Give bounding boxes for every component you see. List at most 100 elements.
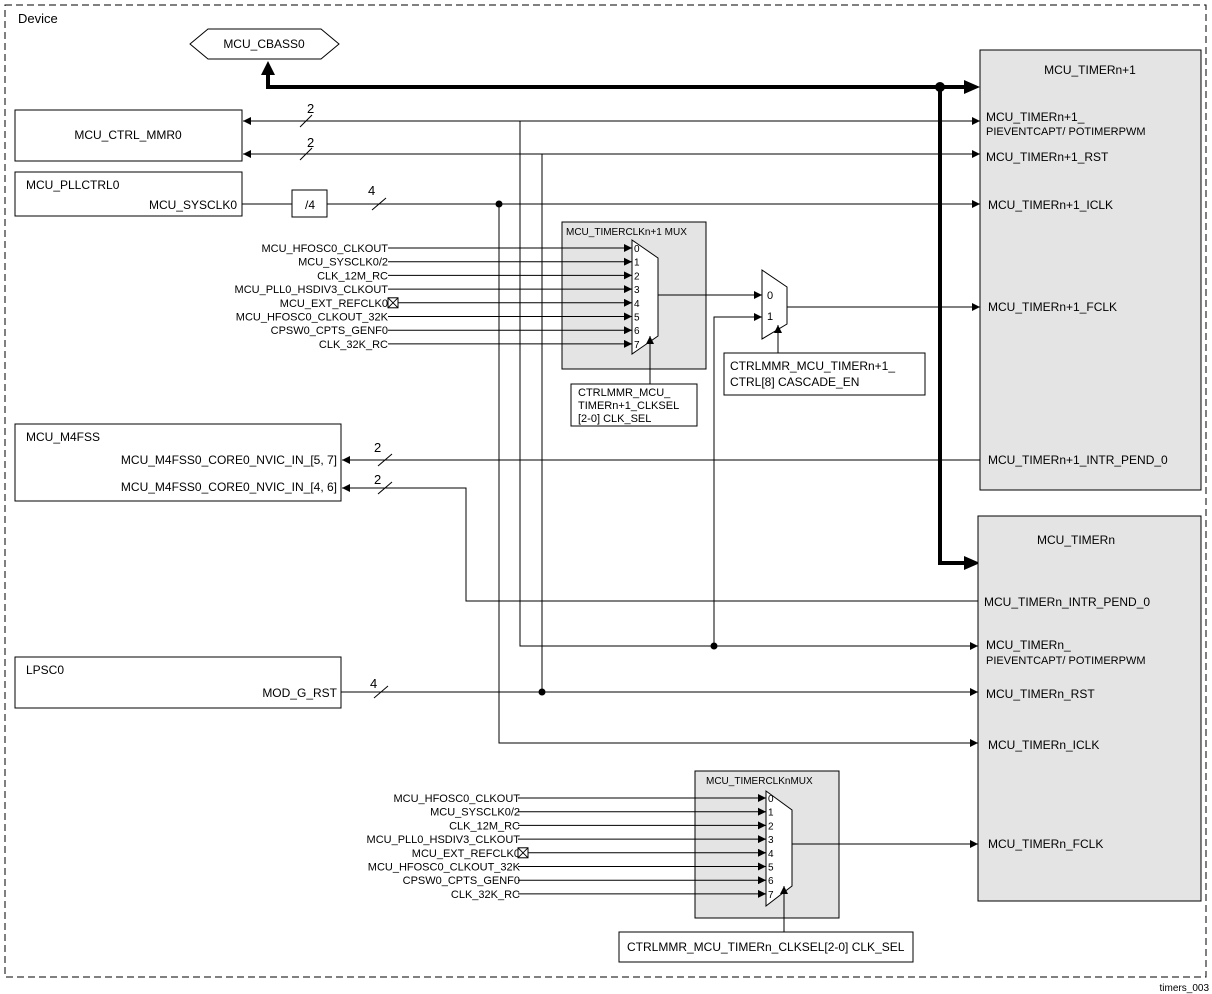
mux-n-source-label: CPSW0_CPTS_GENF0 xyxy=(403,875,520,887)
bus-junction xyxy=(935,82,945,92)
mux-n-symbol xyxy=(765,790,793,908)
timer-n1-capt-label-2: PIEVENTCAPT/ POTIMERPWM xyxy=(986,126,1146,138)
mux-n1-source-label: CLK_32K_RC xyxy=(319,339,388,351)
cascade-feed-wire xyxy=(713,313,762,646)
mux-n1-input-index: 0 xyxy=(634,244,640,255)
mux-n1-input-index: 6 xyxy=(634,326,640,337)
figure-id: timers_003 xyxy=(1160,983,1210,994)
cascade-mux-symbol xyxy=(761,269,788,340)
timer-n-iclk-label: MCU_TIMERn_ICLK xyxy=(988,738,1099,752)
mux-n1-input-index: 7 xyxy=(634,340,640,351)
ctrl-mmr-return-width: 2 xyxy=(307,135,314,150)
timer-n1-iclk-label: MCU_TIMERn+1_ICLK xyxy=(988,198,1113,212)
mux-n1-source-label: MCU_PLL0_HSDIV3_CLKOUT xyxy=(235,284,389,296)
mux-n-input-index: 0 xyxy=(768,794,774,805)
mux-n1-input-index: 2 xyxy=(634,271,640,282)
timer-n-fclk-label: MCU_TIMERn_FCLK xyxy=(988,837,1103,851)
mux-n-source-label: MCU_SYSCLK0/2 xyxy=(430,807,520,819)
bus-arrowhead-n1 xyxy=(964,80,980,94)
mux-n-source-label: MCU_EXT_REFCLK0 xyxy=(412,848,520,860)
capt-wire-n xyxy=(519,121,978,650)
ctrl-capt-width-slash xyxy=(299,114,313,128)
ctrl-mmr-return-width-slash xyxy=(299,147,313,161)
cascade-select-box xyxy=(723,352,926,396)
rst-width-slash xyxy=(373,685,389,699)
intr-n1-width-slash xyxy=(377,453,393,467)
timer-n1-block xyxy=(979,49,1202,491)
mux-n1-select-2: TIMERn+1_CLKSEL xyxy=(578,400,679,412)
ctrl-mmr-label: MCU_CTRL_MMR0 xyxy=(74,128,182,142)
mux-n1-input-index: 4 xyxy=(634,299,640,310)
timer-n1-fclk-label: MCU_TIMERn+1_FCLK xyxy=(988,300,1117,314)
cbass-bus xyxy=(266,71,940,89)
mux-n-input-index: 5 xyxy=(768,863,774,874)
capt-junction xyxy=(710,642,718,650)
mux-n-title: MCU_TIMERCLKnMUX xyxy=(706,776,813,787)
intr-n1-width: 2 xyxy=(374,440,381,455)
timer-n-capt-label-1: MCU_TIMERn_ xyxy=(986,638,1071,652)
mux-n1-source-label: MCU_SYSCLK0/2 xyxy=(298,257,388,269)
mux-n-input-index: 2 xyxy=(768,821,774,832)
mux-n-source-label: MCU_HFOSC0_CLKOUT xyxy=(393,793,520,805)
timer-n1-capt-label-1: MCU_TIMERn+1_ xyxy=(986,110,1085,124)
m4fss-block xyxy=(14,423,342,502)
mux-n1-source-label: MCU_HFOSC0_CLKOUT xyxy=(261,243,388,255)
mux-n1-input-index: 5 xyxy=(634,313,640,324)
iclk-width-slash xyxy=(371,197,387,211)
cascade-select-1: CTRLMMR_MCU_TIMERn+1_ xyxy=(730,359,895,373)
divider-label: /4 xyxy=(305,198,315,212)
ctrl-capt-width: 2 xyxy=(307,101,314,116)
intr-n-width-slash xyxy=(377,481,393,495)
mux-n-input-index: 3 xyxy=(768,835,774,846)
mux-n-input-index: 1 xyxy=(768,808,774,819)
device-boundary xyxy=(4,4,1207,978)
cbass-interconnect xyxy=(189,28,340,60)
cbass-label: MCU_CBASS0 xyxy=(223,37,305,51)
m4fss-port-b: MCU_M4FSS0_CORE0_NVIC_IN_[4, 6] xyxy=(121,480,337,494)
mux-n-source-label: CLK_32K_RC xyxy=(451,889,520,901)
mux-n1-select-3: [2-0] CLK_SEL xyxy=(578,413,651,425)
mux-n1-source-label: MCU_HFOSC0_CLKOUT_32K xyxy=(236,312,389,324)
mux-n-source-label: MCU_HFOSC0_CLKOUT_32K xyxy=(368,862,521,874)
intr-wire-n xyxy=(342,484,978,602)
mux-n1-select-1: CTRLMMR_MCU_ xyxy=(578,387,671,399)
timer-n1-rst-label: MCU_TIMERn+1_RST xyxy=(986,150,1109,164)
m4fss-port-a: MCU_M4FSS0_CORE0_NVIC_IN_[5, 7] xyxy=(121,453,337,467)
mux-n1-ext-pin-cross xyxy=(387,297,399,309)
rst-wire-n1 xyxy=(541,150,980,692)
mux-n1-source-label: CLK_12M_RC xyxy=(317,270,388,282)
iclk-wire-n xyxy=(498,204,978,747)
lpsc-title: LPSC0 xyxy=(26,663,64,677)
bus-arrowhead-n xyxy=(964,556,980,570)
pllctrl-block xyxy=(14,171,243,217)
mux-n-input-index: 6 xyxy=(768,876,774,887)
device-label: Device xyxy=(18,11,58,26)
lpsc-port: MOD_G_RST xyxy=(262,686,337,700)
intr-n-width: 2 xyxy=(374,472,381,487)
mux-n1-input-index: 1 xyxy=(634,258,640,269)
mux-n-ext-pin-cross xyxy=(517,847,529,859)
bus-to-timer-n xyxy=(938,87,966,565)
mux-n1-source-label: MCU_EXT_REFCLK0 xyxy=(280,298,388,310)
timer-n1-title: MCU_TIMERn+1 xyxy=(1044,63,1136,77)
mux-n-input-index: 4 xyxy=(768,849,774,860)
timer-n-intr-label: MCU_TIMERn_INTR_PEND_0 xyxy=(984,595,1150,609)
mux-n-source-label: MCU_PLL0_HSDIV3_CLKOUT xyxy=(367,834,521,846)
iclk-width: 4 xyxy=(368,183,375,198)
mux-n1-select-box xyxy=(570,383,698,427)
timer-n-title: MCU_TIMERn xyxy=(1037,533,1115,547)
cascade-in0: 0 xyxy=(767,290,773,302)
mux-n-input-index: 7 xyxy=(768,890,774,901)
cbass-bus-arrowhead-up xyxy=(261,61,275,75)
timer-n1-intr-label: MCU_TIMERn+1_INTR_PEND_0 xyxy=(988,453,1168,467)
lpsc-block xyxy=(14,656,342,709)
mux-n1-input-index: 3 xyxy=(634,285,640,296)
pllctrl-port: MCU_SYSCLK0 xyxy=(149,198,237,212)
timer-n-block xyxy=(977,515,1202,902)
cascade-in1: 1 xyxy=(767,311,773,323)
ctrl-mmr-block xyxy=(14,109,243,162)
pllctrl-title: MCU_PLLCTRL0 xyxy=(26,178,120,192)
mux-n-source-label: CLK_12M_RC xyxy=(449,820,520,832)
mux-n1-title: MCU_TIMERCLKn+1 MUX xyxy=(566,227,687,238)
mux-n-select: CTRLMMR_MCU_TIMERn_CLKSEL[2-0] CLK_SEL xyxy=(627,940,905,954)
